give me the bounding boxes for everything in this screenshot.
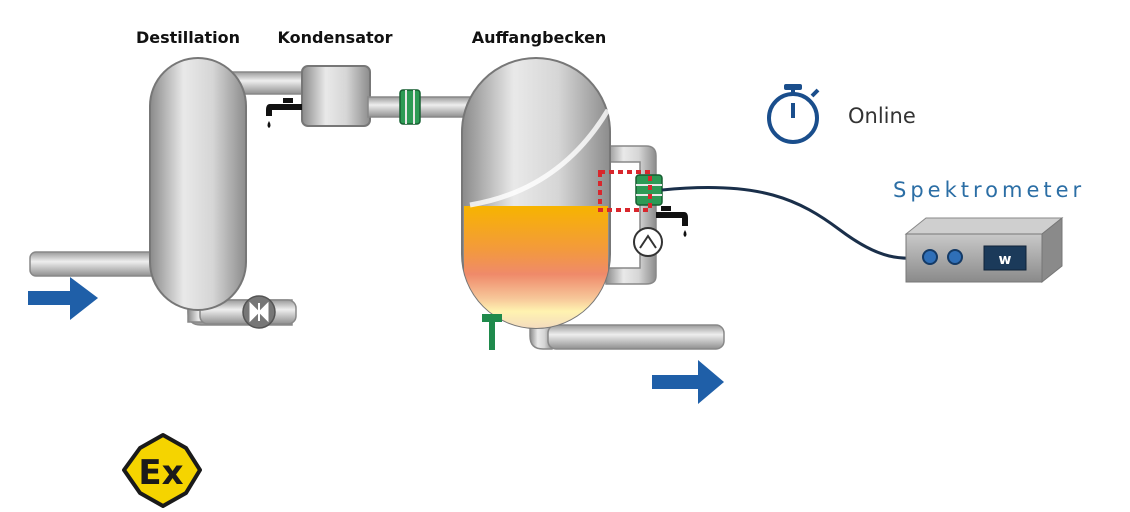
spektrometer-port-1 [922,249,938,265]
destillation-column [149,57,247,311]
label-kondensator: Kondensator [277,28,392,47]
condensate-pipe [367,96,477,118]
spektrometer-port-2 [947,249,963,265]
kondensator-unit [266,65,477,128]
tank-liquid [464,206,608,328]
destillation-unit [29,57,311,329]
inlet-pipe [29,251,159,277]
pump-icon [633,227,663,257]
flange-icon [399,89,421,125]
ex-hazard-icon: Ex [122,433,202,508]
label-auffangbecken: Auffangbecken [472,28,607,47]
arrow-right-icon [652,360,724,404]
stopwatch-icon [767,84,820,144]
sampling-point-frame [598,170,652,212]
ex-label: Ex [138,453,183,493]
tap-icon [266,98,302,128]
valve-icon [242,295,276,329]
label-online: Online [848,104,916,128]
label-destillation: Destillation [136,28,240,47]
sampling-loop [605,145,657,285]
auffangbecken-unit [461,57,725,350]
fiber-cable [661,185,931,260]
spektrometer-display [983,245,1027,271]
kondensator-body [301,65,371,127]
label-spektrometer: Spektrometer [893,178,1085,202]
arrow-right-icon [28,277,98,320]
sampling-tap-icon [656,206,688,237]
svg-text:w: w [999,252,1012,268]
drain-probe [489,320,495,350]
spektrometer-device: w [904,216,1064,284]
